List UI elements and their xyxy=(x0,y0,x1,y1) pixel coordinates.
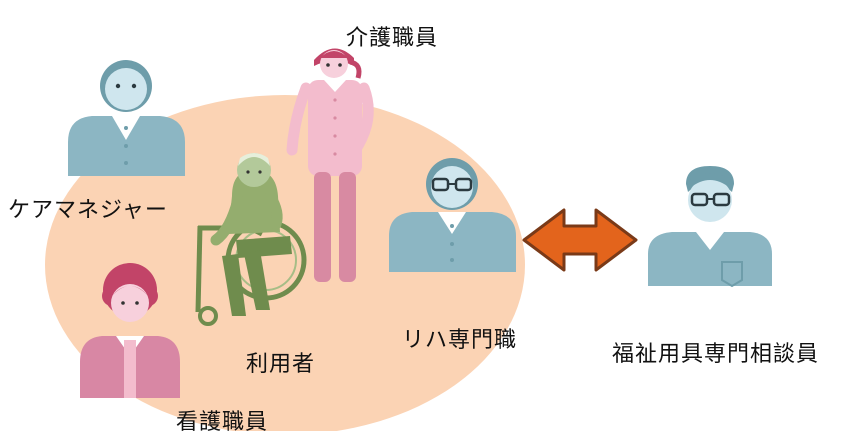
label-welfare-equipment-consultant: 福祉用具専門相談員 xyxy=(612,342,820,367)
label-nurse: 看護職員 xyxy=(176,410,269,435)
patient-wheelchair-icon xyxy=(195,153,307,326)
label-rehab-specialist: リハ専門職 xyxy=(402,328,518,353)
double-arrow-icon xyxy=(522,208,638,272)
label-user: 利用者 xyxy=(246,352,316,377)
nurse-icon xyxy=(80,263,180,398)
label-care-staff: 介護職員 xyxy=(346,26,439,51)
label-care-manager: ケアマネジャー xyxy=(8,198,168,223)
care-staff-icon xyxy=(286,48,374,282)
rehab-specialist-icon xyxy=(389,158,516,272)
consultant-icon xyxy=(648,166,772,288)
care-manager-icon xyxy=(68,60,185,176)
